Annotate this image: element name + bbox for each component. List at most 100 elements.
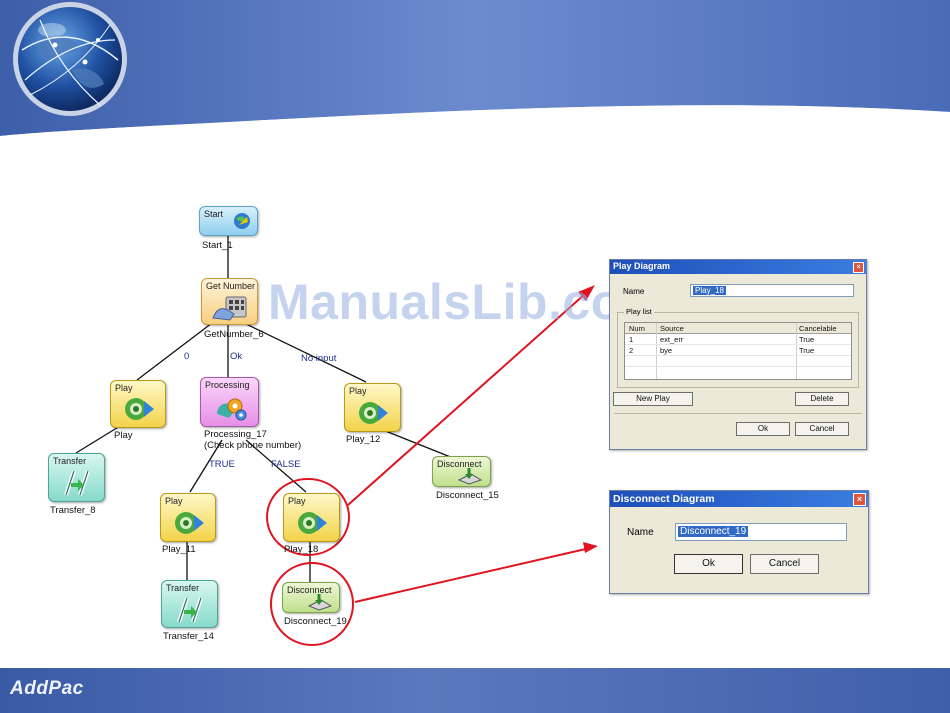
- transfer-icon: [177, 597, 203, 623]
- disconnect-dialog-cancel-button[interactable]: Cancel: [750, 554, 819, 574]
- addpac-logo: AddPac: [10, 678, 84, 699]
- processing-node-caption: Processing_17 (Check phone number): [204, 429, 301, 451]
- close-icon[interactable]: ×: [853, 493, 866, 506]
- play-diagram-dialog[interactable]: Play Diagram × Name Play_18 Play list Nu…: [609, 259, 867, 450]
- play-dialog-name-label: Name: [623, 287, 645, 296]
- dialog-separator: [614, 413, 862, 414]
- column-header-cancelable[interactable]: Cancelable: [799, 324, 837, 333]
- table-cell-num[interactable]: 2: [629, 346, 634, 355]
- arrowhead-to-disconnect-dialog: [583, 542, 598, 553]
- disconnect-node-19[interactable]: Disconnect: [282, 582, 340, 613]
- close-icon[interactable]: ×: [853, 262, 864, 273]
- node-title: Transfer: [166, 583, 200, 593]
- disconnect-dialog-titlebar: Disconnect Diagram: [610, 491, 868, 507]
- processing-node[interactable]: Processing: [200, 377, 259, 427]
- processing-caption-line2: (Check phone number): [204, 440, 302, 451]
- play-node-11-caption: Play_11: [162, 544, 196, 555]
- play-list-group: Play list: [617, 307, 859, 388]
- node-title: Disconnect: [437, 459, 482, 469]
- start-node-caption: Start_1: [202, 240, 233, 251]
- name-value-selection: Disconnect_19: [678, 526, 749, 537]
- column-divider: [656, 323, 657, 379]
- play-list-group-label: Play list: [624, 307, 654, 316]
- arrowhead-to-play-dialog: [578, 285, 595, 301]
- play-node-left[interactable]: Play: [110, 380, 166, 428]
- play-node-right-caption: Play_12: [346, 434, 381, 445]
- play-dialog-cancel-button[interactable]: Cancel: [795, 422, 849, 436]
- play-dialog-title: Play Diagram: [613, 261, 671, 271]
- disconnect-dialog-ok-button[interactable]: Ok: [674, 554, 743, 574]
- hangup-icon: [457, 468, 483, 485]
- disconnect-diagram-dialog[interactable]: Disconnect Diagram × Name Disconnect_19 …: [609, 490, 869, 594]
- edge-label-no-input: No input: [301, 353, 337, 364]
- disconnect-node-15-caption: Disconnect_15: [436, 490, 499, 501]
- edge-label-0: 0: [184, 351, 190, 362]
- play-node-left-caption: Play: [114, 430, 133, 441]
- new-play-button[interactable]: New Play: [613, 392, 693, 406]
- watermark-text: ManualsLib.com: [268, 274, 667, 330]
- hangup-icon: [307, 594, 333, 611]
- disconnect-dialog-title: Disconnect Diagram: [613, 493, 715, 505]
- speaker-icon: [298, 512, 327, 534]
- edge-label-false: FALSE: [271, 459, 301, 470]
- table-cell-cancelable[interactable]: True: [799, 335, 815, 344]
- callout-circle-play: [266, 478, 350, 556]
- column-divider: [796, 323, 797, 379]
- transfer-node-14-caption: Transfer_14: [163, 631, 214, 642]
- transfer-icon: [64, 470, 90, 496]
- processing-caption-line1: Processing_17: [204, 429, 267, 440]
- keypad-icon: [212, 296, 247, 321]
- node-title: Play: [349, 386, 367, 396]
- header-band: [0, 0, 950, 144]
- column-header-source[interactable]: Source: [660, 324, 684, 333]
- edge-label-ok: Ok: [230, 351, 243, 362]
- disconnect-dialog-name-field[interactable]: Disconnect_19: [675, 523, 847, 541]
- play-dialog-ok-button[interactable]: Ok: [736, 422, 790, 436]
- node-title: Play: [115, 383, 133, 393]
- column-header-num[interactable]: Num: [629, 324, 645, 333]
- disconnect-node-19-caption: Disconnect_19: [284, 616, 347, 627]
- table-cell-source[interactable]: ext_err: [660, 335, 684, 344]
- transfer-node-14[interactable]: Transfer: [161, 580, 218, 628]
- play-list-table[interactable]: Num Source Cancelable 1 ext_err True 2 b…: [624, 322, 852, 380]
- transfer-node-8-caption: Transfer_8: [50, 505, 96, 516]
- node-title: Play: [165, 496, 183, 506]
- table-cell-cancelable[interactable]: True: [799, 346, 815, 355]
- play-node-18-caption: Play_18: [284, 544, 319, 555]
- node-title: Transfer: [53, 456, 87, 466]
- speaker-icon: [125, 398, 154, 420]
- play-dialog-name-field[interactable]: Play_18: [690, 284, 854, 297]
- table-cell-num[interactable]: 1: [629, 335, 634, 344]
- play-node-11[interactable]: Play: [160, 493, 216, 542]
- name-value-selection: Play_18: [693, 286, 726, 295]
- play-node-18[interactable]: Play: [283, 493, 340, 542]
- table-cell-source[interactable]: bye: [660, 346, 673, 355]
- table-header: [625, 323, 851, 334]
- globe-icon: [13, 2, 127, 116]
- disconnect-node-15[interactable]: Disconnect: [432, 456, 491, 487]
- speaker-icon: [359, 402, 388, 424]
- node-title: Play: [288, 496, 306, 506]
- start-icon: [234, 213, 250, 229]
- start-node[interactable]: Start: [199, 206, 258, 236]
- callout-circle-disconnect: [270, 562, 354, 646]
- gears-icon: [217, 398, 247, 421]
- speaker-icon: [175, 512, 204, 534]
- get-number-node-caption: GetNumber_6: [204, 329, 264, 340]
- node-title: Disconnect: [287, 585, 332, 595]
- play-dialog-titlebar: Play Diagram: [610, 260, 866, 274]
- row-divider: [625, 344, 851, 345]
- footer-band: [0, 668, 950, 713]
- edge-label-true: TRUE: [209, 459, 235, 470]
- row-divider: [625, 355, 851, 356]
- node-title: Processing: [205, 380, 250, 390]
- row-divider: [625, 366, 851, 367]
- node-title: Start: [204, 209, 224, 219]
- transfer-node-8[interactable]: Transfer: [48, 453, 105, 502]
- node-title: Get Number: [206, 281, 256, 291]
- disconnect-dialog-name-label: Name: [627, 527, 654, 538]
- delete-button[interactable]: Delete: [795, 392, 849, 406]
- play-node-right[interactable]: Play: [344, 383, 401, 432]
- get-number-node[interactable]: Get Number: [201, 278, 258, 325]
